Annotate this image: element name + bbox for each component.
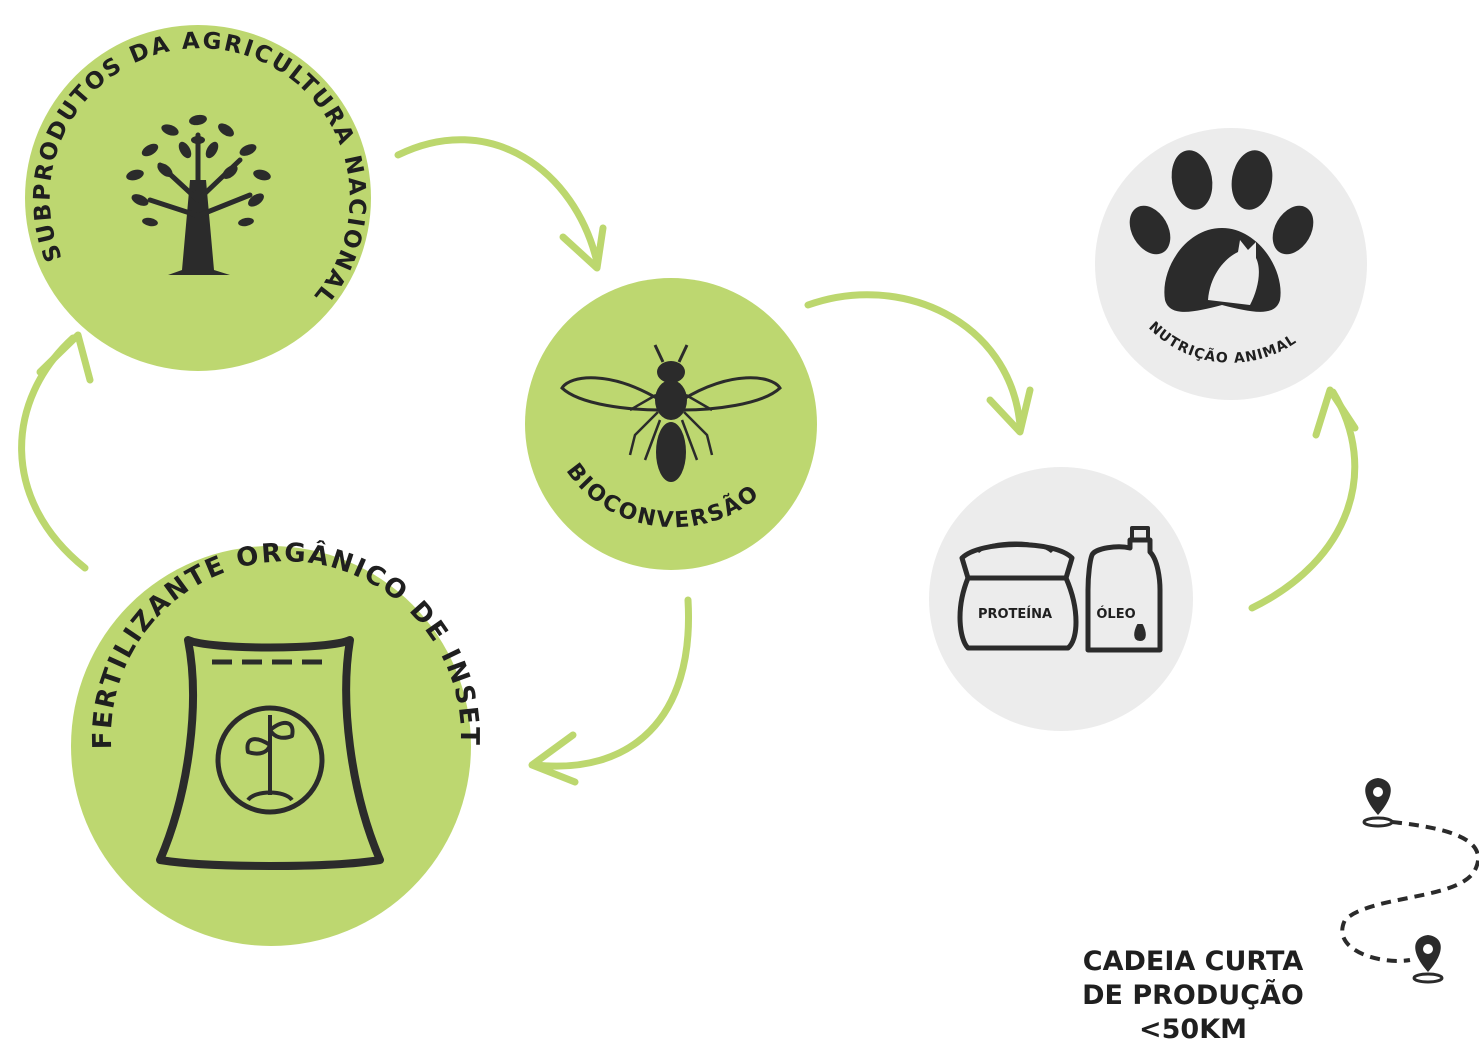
pin-end-icon <box>1412 935 1444 984</box>
fly-icon <box>560 344 782 482</box>
node-agriculture: SUBPRODUTOS DA AGRICULTURA NACIONAL <box>25 25 371 371</box>
cycle-arrows <box>18 136 1359 786</box>
tree-icon <box>126 114 271 275</box>
arrow-bio-to-fert <box>528 596 693 786</box>
oil-label: ÓLEO <box>1096 606 1135 622</box>
node-bioconversion: BIOCONVERSÃO <box>525 278 817 570</box>
arrow-agri-to-bio <box>394 136 607 272</box>
fertilizer-bag-icon <box>156 636 384 870</box>
map-route-icon <box>1340 778 1479 984</box>
arrow-products-to-animal <box>1248 386 1359 612</box>
short-chain-line-3: <50KM <box>1139 1014 1247 1045</box>
arrow-fert-to-agri <box>18 331 94 572</box>
pin-start-icon <box>1362 778 1394 828</box>
short-chain-line-2: DE PRODUÇÃO <box>1082 980 1304 1011</box>
protein-label: PROTEÍNA <box>978 606 1052 622</box>
short-chain-label: CADEIA CURTA DE PRODUÇÃO <50KM <box>1058 945 1328 1047</box>
paw-icon <box>1129 150 1314 312</box>
node-animal-nutrition: NUTRIÇÃO ANIMAL <box>1095 128 1367 400</box>
oil-canister-icon <box>1085 526 1163 653</box>
node-products: PROTEÍNA ÓLEO <box>929 467 1193 731</box>
protein-sack-icon <box>957 541 1079 651</box>
arrow-bio-to-products <box>804 291 1034 436</box>
short-chain-line-1: CADEIA CURTA <box>1082 946 1304 977</box>
